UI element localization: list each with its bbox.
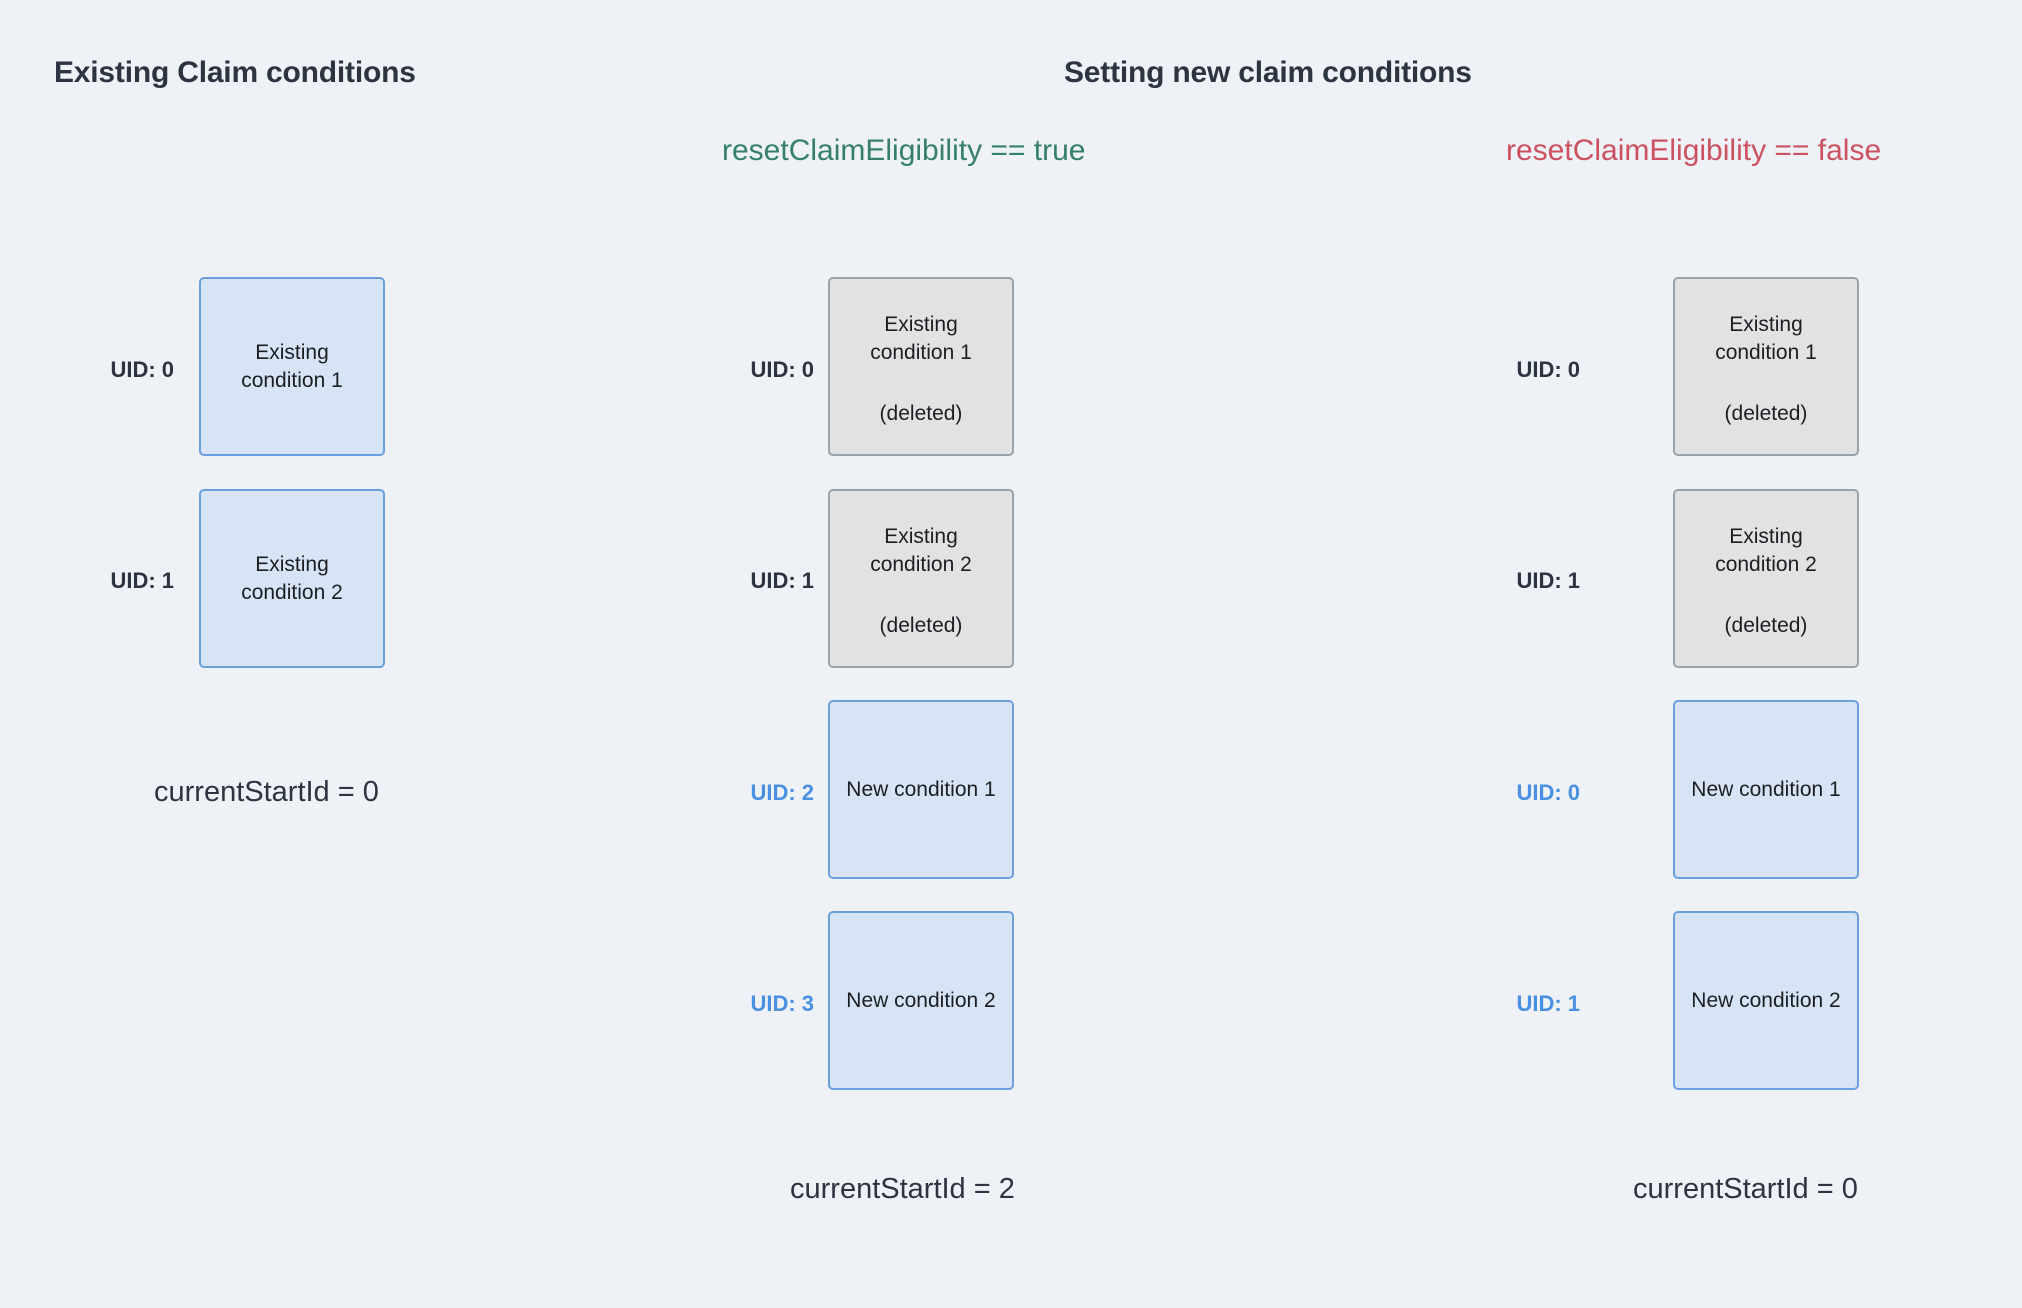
page-title-existing-claim-conditions: Existing Claim conditions [54,56,416,89]
condition-box-label: New condition 2 [846,988,996,1012]
uid-label-existing-0: UID: 0 [110,357,174,382]
condition-box-reset-false-0: Existing condition 1 (deleted) [1673,277,1859,456]
condition-box-label: Existing condition 2 [241,552,343,604]
condition-box-deleted-note: (deleted) [1724,402,1808,426]
uid-label-reset-true-0: UID: 0 [750,357,814,382]
current-start-id-existing: currentStartId = 0 [154,776,379,808]
current-start-id-reset-false: currentStartId = 0 [1633,1173,1858,1205]
condition-box-reset-false-3: New condition 2 [1673,911,1859,1090]
condition-box-label: Existing condition 1 [870,313,972,364]
column-reset-true: UID: 0 Existing condition 1 (deleted) UI… [640,0,1240,1308]
condition-box-label: Existing condition 1 [1715,313,1817,364]
uid-label-reset-false-3: UID: 1 [1516,991,1580,1016]
uid-label-reset-true-1: UID: 1 [750,568,814,593]
condition-box-reset-false-1: Existing condition 2 (deleted) [1673,489,1859,668]
uid-label-reset-false-1: UID: 1 [1516,568,1580,593]
condition-box-deleted-note: (deleted) [879,402,963,426]
column-reset-false: UID: 0 Existing condition 1 (deleted) UI… [1420,0,2020,1308]
condition-box-deleted-note: (deleted) [879,614,963,638]
condition-box-reset-true-0: Existing condition 1 (deleted) [828,277,1014,456]
uid-label-reset-true-2: UID: 2 [750,780,814,805]
condition-box-reset-true-3: New condition 2 [828,911,1014,1090]
current-start-id-reset-true: currentStartId = 2 [790,1173,1015,1205]
condition-box-existing-1: Existing condition 2 [199,489,385,668]
uid-label-reset-false-2: UID: 0 [1516,780,1580,805]
condition-box-label: New condition 2 [1691,988,1841,1012]
condition-box-label: Existing condition 2 [1715,525,1817,576]
condition-box-label: New condition 1 [1691,777,1841,801]
flag-reset-claim-eligibility-false: resetClaimEligibility == false [1506,134,1882,167]
page-title-setting-new-claim-conditions: Setting new claim conditions [1064,56,1472,89]
condition-box-reset-false-2: New condition 1 [1673,700,1859,879]
uid-label-existing-1: UID: 1 [110,568,174,593]
condition-box-reset-true-2: New condition 1 [828,700,1014,879]
condition-box-reset-true-1: Existing condition 2 (deleted) [828,489,1014,668]
flag-reset-claim-eligibility-true: resetClaimEligibility == true [722,134,1086,167]
uid-label-reset-true-3: UID: 3 [750,991,814,1016]
condition-box-label: Existing condition 1 [241,340,343,392]
column-existing-conditions: UID: 0 Existing condition 1 UID: 1 Exist… [0,0,600,1308]
condition-box-label: New condition 1 [846,777,996,801]
condition-box-label: Existing condition 2 [870,525,972,576]
condition-box-existing-0: Existing condition 1 [199,277,385,456]
uid-label-reset-false-0: UID: 0 [1516,357,1580,382]
condition-box-deleted-note: (deleted) [1724,614,1808,638]
